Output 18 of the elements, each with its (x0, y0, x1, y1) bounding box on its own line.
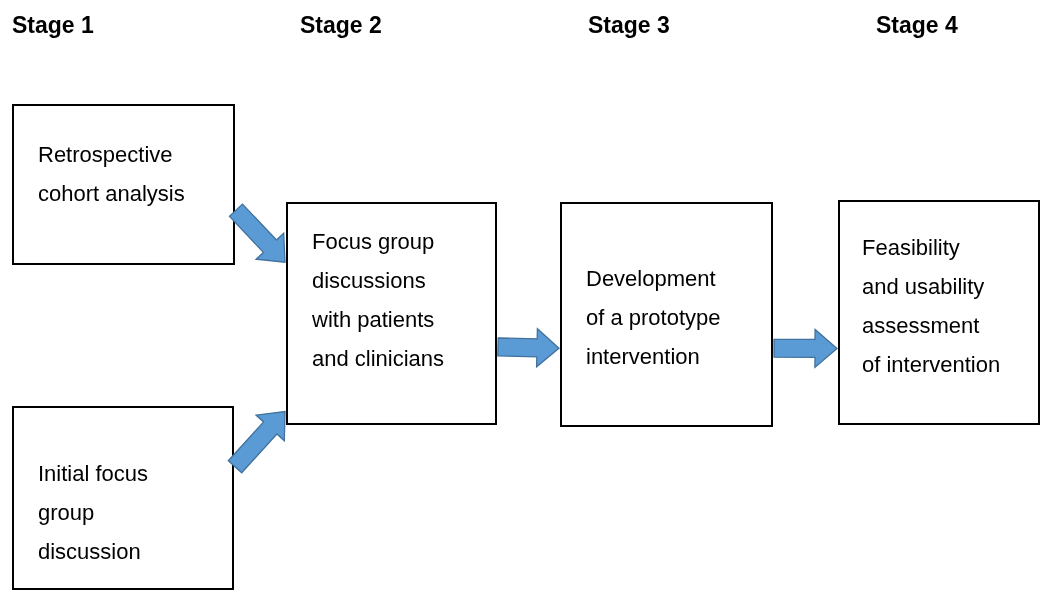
process-box (12, 104, 235, 265)
block-arrow (228, 203, 286, 263)
block-arrow (227, 410, 286, 474)
stage-label: Stage 3 (588, 12, 670, 39)
box-text: Initial focus group discussion (38, 460, 150, 566)
process-box (286, 202, 497, 425)
box-text: Development of a prototype intervention (586, 265, 722, 371)
box-text: Focus group discussions with patients and clinicians (312, 228, 446, 373)
block-arrow (497, 327, 560, 369)
box-text: Feasibility and usability assessment of intervention (862, 234, 1002, 379)
block-arrow (773, 328, 838, 369)
stage-label: Stage 1 (12, 12, 94, 39)
process-box (560, 202, 773, 427)
stage-label: Stage 2 (300, 12, 382, 39)
process-box (838, 200, 1040, 425)
box-text: Retrospective cohort analysis (38, 141, 186, 208)
stage-label: Stage 4 (876, 12, 958, 39)
process-box (12, 406, 234, 590)
